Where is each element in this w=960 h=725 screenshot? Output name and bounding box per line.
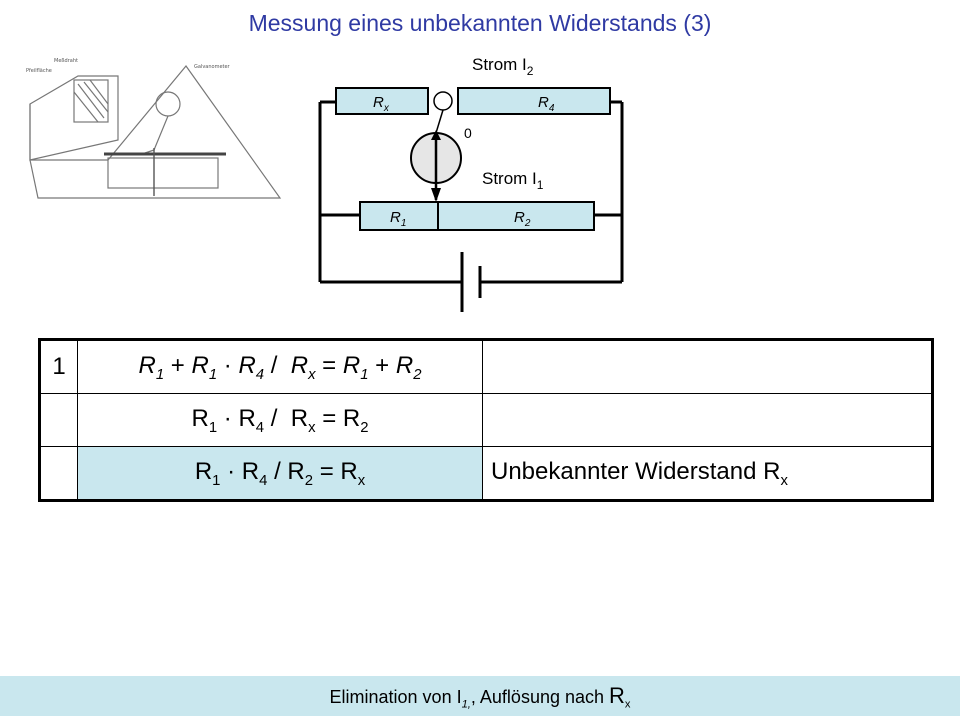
resistor-r2 [437, 201, 595, 231]
circuit-diagram: Strom I2 Strom I1 0 Rx R4 R1 R2 [318, 55, 624, 312]
equation-1: R1 + R1 · R4 / Rx = R1 + R2 [77, 338, 483, 394]
description-1 [482, 338, 934, 394]
table-row: 1 R1 + R1 · R4 / Rx = R1 + R2 [38, 338, 934, 394]
apparatus-sketch: Meßdraht Pfeilfläche Galvanometer [18, 48, 286, 208]
row-number [38, 446, 78, 502]
sketch-label-mid: Meßdraht [54, 58, 78, 64]
sketch-label-left: Pfeilfläche [26, 68, 52, 74]
table-row: R1 · R4 / Rx = R2 [38, 393, 934, 447]
label-r2: R2 [514, 209, 531, 229]
page-title: Messung eines unbekannten Widerstands (3… [248, 10, 712, 36]
junction-node [433, 91, 453, 111]
equation-3: R1 · R4 / R2 = Rx [77, 446, 483, 502]
table-row: R1 · R4 / R2 = Rx Unbekannter Widerstand… [38, 446, 934, 502]
equation-table: 1 R1 + R1 · R4 / Rx = R1 + R2 R1 · R4 / … [38, 338, 934, 502]
resistor-rx [335, 87, 429, 115]
resistor-r4 [457, 87, 611, 115]
label-strom-i2: Strom I2 [472, 55, 534, 78]
resistor-r1 [359, 201, 439, 231]
equation-2: R1 · R4 / Rx = R2 [77, 393, 483, 447]
label-r4: R4 [538, 94, 555, 114]
description-3: Unbekannter Widerstand Rx [482, 446, 934, 502]
label-zero: 0 [464, 125, 472, 141]
footer-caption: Elimination von I1,, Auflösung nach Rx [0, 676, 960, 716]
sketch-label-right: Galvanometer [194, 64, 231, 70]
row-number: 1 [38, 338, 78, 394]
label-rx: Rx [373, 94, 390, 114]
label-r1: R1 [390, 209, 406, 229]
row-number [38, 393, 78, 447]
description-2 [482, 393, 934, 447]
label-strom-i1: Strom I1 [482, 169, 544, 192]
